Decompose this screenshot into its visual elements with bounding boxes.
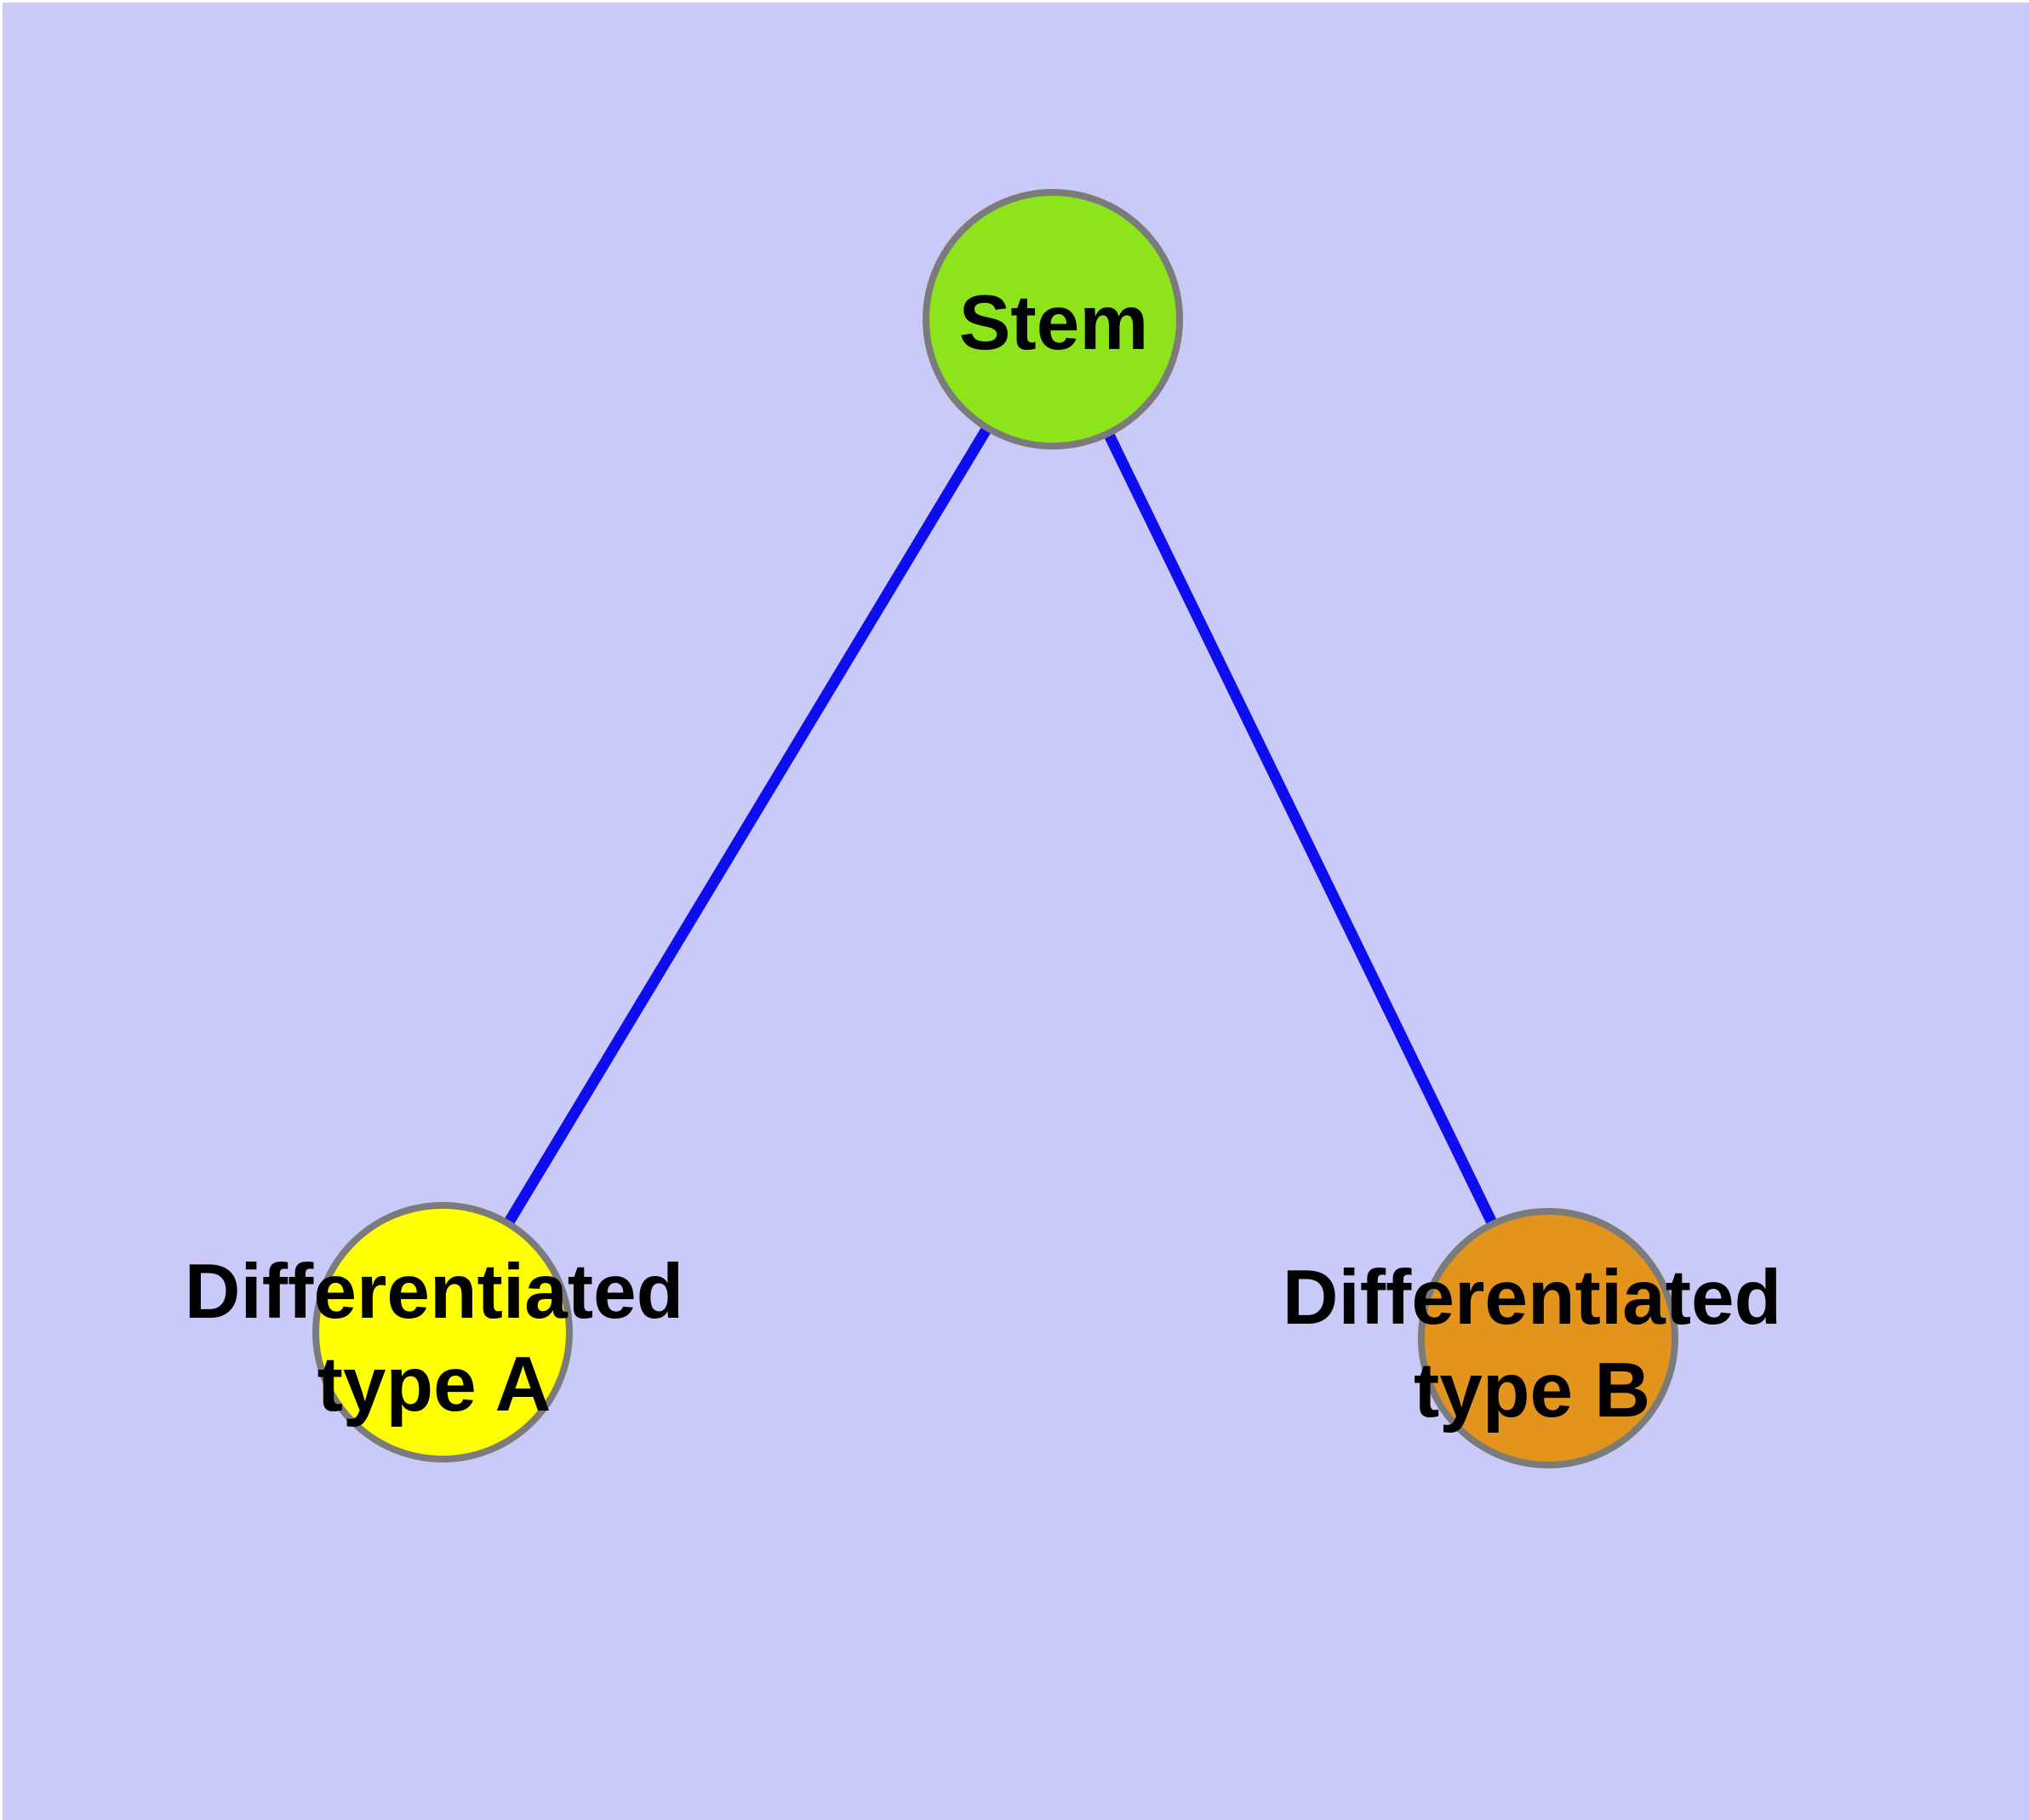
edge-stem-to-type-b — [1048, 317, 1553, 1341]
node-type-b-label-line2: type B — [1414, 1348, 1650, 1434]
node-type-b-label: Differentiated type B — [1283, 1255, 1782, 1434]
node-type-a-label: Differentiated type A — [185, 1249, 684, 1428]
node-differentiated-type-a — [312, 1202, 573, 1462]
node-stem — [923, 189, 1183, 449]
node-type-b-label-line1: Differentiated — [1283, 1255, 1782, 1341]
node-type-a-label-line2: type A — [317, 1342, 552, 1428]
node-type-a-label-line1: Differentiated — [185, 1249, 684, 1335]
edge-stem-to-type-a — [437, 316, 1058, 1336]
node-differentiated-type-b — [1418, 1208, 1678, 1468]
node-stem-label: Stem — [959, 280, 1149, 366]
